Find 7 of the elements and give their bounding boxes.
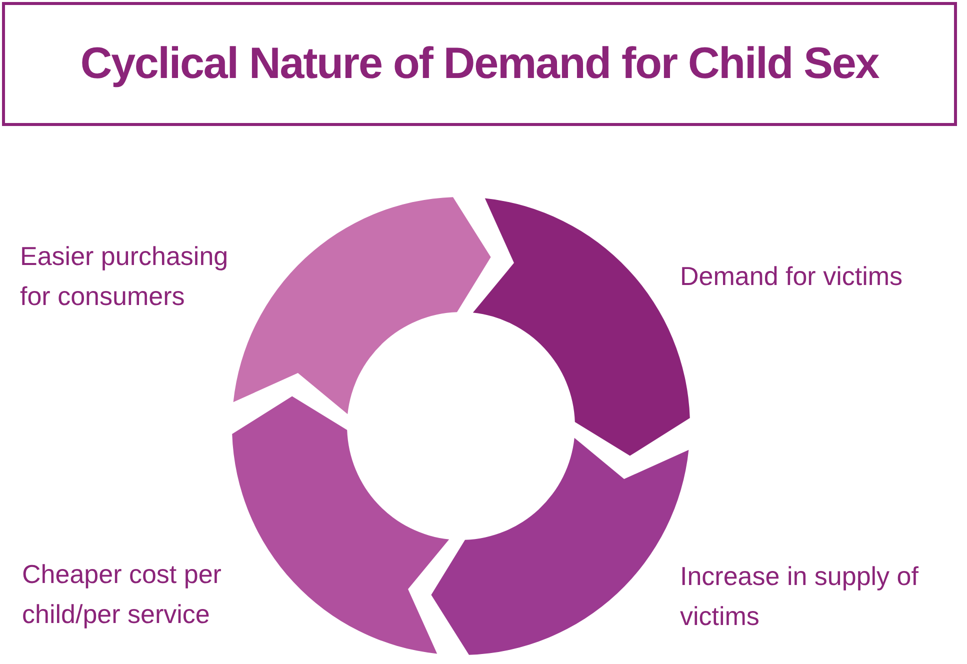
title: Cyclical Nature of Demand for Child Sex (80, 38, 879, 90)
segment-label: Demand for victims (680, 260, 904, 293)
segment-label: Cheaper cost per child/per service (22, 558, 222, 631)
segment-label: Increase in supply of victims (680, 560, 920, 633)
cycle-arrow-segment (233, 197, 491, 414)
segment-label: Easier purchasing for consumers (20, 240, 230, 313)
cycle-arrow-segment (232, 396, 450, 654)
